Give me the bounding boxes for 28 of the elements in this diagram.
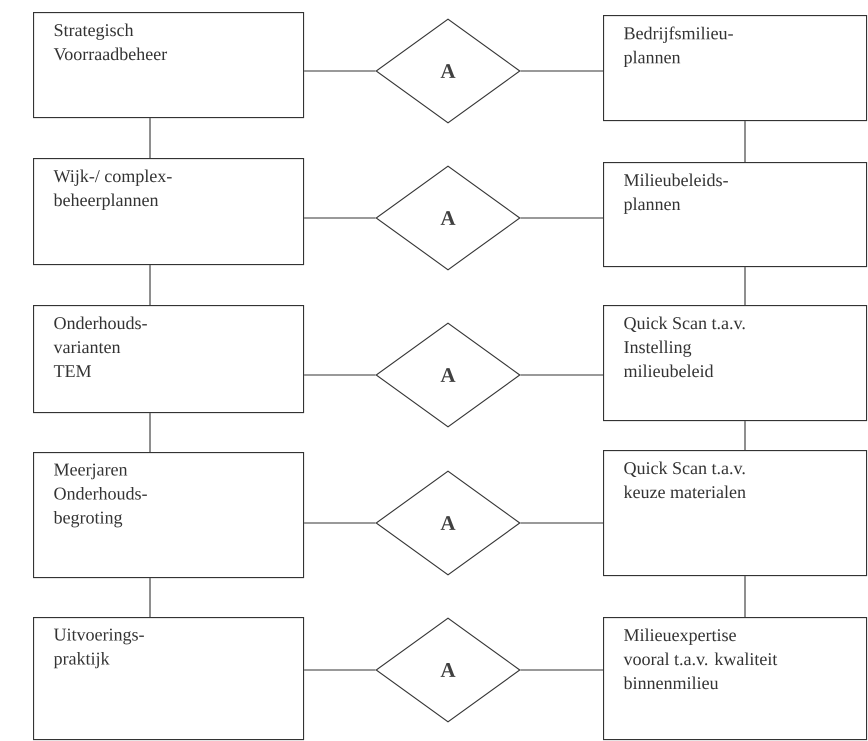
connector-line	[304, 522, 376, 524]
process-box: Milieubeleids- plannen	[603, 162, 868, 268]
process-box: Quick Scan t.a.v. Instelling milieubeleid	[603, 305, 868, 422]
connector-line	[304, 669, 376, 671]
process-box: Onderhouds- varianten TEM	[33, 305, 304, 414]
connector-line	[520, 374, 603, 376]
connector-line	[520, 217, 603, 219]
connector-line	[744, 421, 746, 450]
connector-line	[149, 265, 151, 305]
process-box: Wijk-/ complex- beheerplannen	[33, 158, 304, 266]
process-box: Quick Scan t.a.v. keuze materialen	[603, 450, 868, 576]
connector-line	[744, 576, 746, 617]
connector-line	[520, 522, 603, 524]
connector-line	[149, 118, 151, 158]
process-box: Uitvoerings- praktijk	[33, 617, 304, 740]
process-box: Meerjaren Onderhouds- begroting	[33, 452, 304, 578]
connector-line	[149, 578, 151, 617]
process-box: Bedrijfsmilieu- plannen	[603, 15, 868, 122]
connector-line	[304, 374, 376, 376]
connector-line	[304, 217, 376, 219]
connector-line	[149, 413, 151, 452]
connector-line	[520, 669, 603, 671]
process-box: Strategisch Voorraadbeheer	[33, 12, 304, 118]
process-box: Milieuexpertise vooral t.a.v. kwaliteit binnenmilieu	[603, 617, 868, 740]
connector-line	[304, 70, 376, 72]
connector-line	[520, 70, 603, 72]
connector-line	[744, 267, 746, 305]
connector-line	[744, 121, 746, 162]
